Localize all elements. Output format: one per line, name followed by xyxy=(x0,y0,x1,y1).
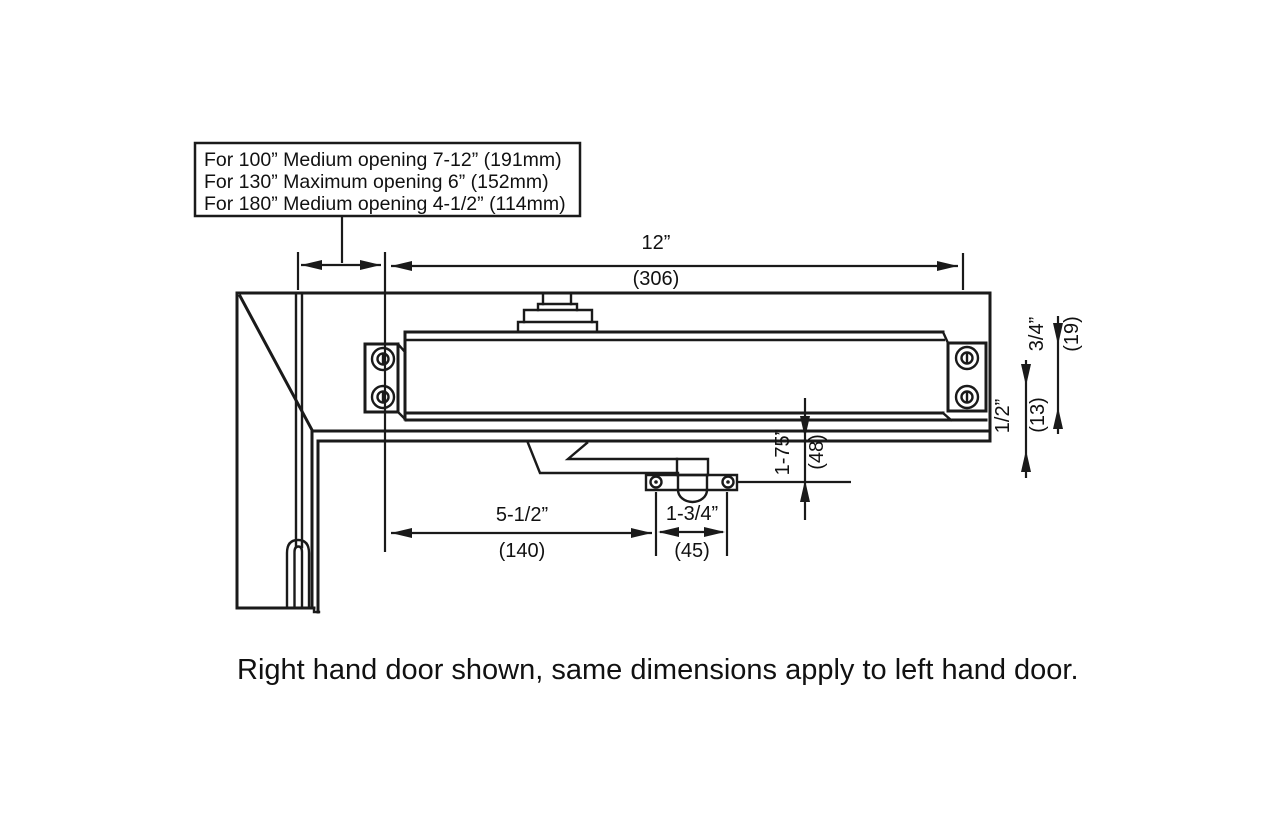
arm-boss-arc xyxy=(676,488,709,504)
left-mount-screw-bottom xyxy=(370,384,396,410)
closer-body xyxy=(363,291,988,422)
span-arrow-left xyxy=(391,528,412,538)
mound-base xyxy=(516,320,599,334)
right-upper-arrow-up xyxy=(1053,407,1063,429)
dimension-right-1-2in: 1/2” (13) xyxy=(992,360,1049,478)
drop-dim-inches: 1-75” xyxy=(772,429,794,476)
right-upper-inches: 3/4” xyxy=(1026,317,1048,351)
mound-top-block xyxy=(541,291,573,306)
note-line-2: For 130” Maximum opening 6” (152mm) xyxy=(204,171,549,193)
left-plate-bottom-chamfer xyxy=(396,410,408,422)
dimension-foot-1-3-4in: 1-3/4” (45) xyxy=(654,492,729,562)
note-line-3: For 180” Medium opening 4-1/2” (114mm) xyxy=(204,193,566,215)
foot-screw-left xyxy=(649,475,663,489)
dimension-span-5-1-2in: 5-1/2” (140) xyxy=(391,504,652,562)
closer-arm xyxy=(526,441,851,504)
foot-dim-mm: (45) xyxy=(674,540,710,562)
span-dim-inches: 5-1/2” xyxy=(496,504,548,526)
right-lower-arrow-down xyxy=(1021,364,1031,386)
spindle-mound xyxy=(516,291,599,334)
top-arrow-left xyxy=(391,261,412,271)
mound-tier-2 xyxy=(522,308,594,324)
body-right-top-step xyxy=(941,330,950,345)
right-lower-inches: 1/2” xyxy=(992,399,1014,433)
jamb-break-arch-inner xyxy=(293,545,304,610)
dimension-right-3-4in: 3/4” (19) xyxy=(1026,316,1083,434)
body-right-bottom-step xyxy=(941,411,953,422)
top-arrow-right xyxy=(937,261,958,271)
right-mount-screw-bottom xyxy=(954,384,980,410)
dimension-drop-48mm: 1-75” (48) xyxy=(772,398,828,520)
foot-arrow-right xyxy=(704,527,725,537)
arm-upper-edge xyxy=(564,441,679,461)
arm-lower-edge xyxy=(526,441,680,475)
right-lower-arrow-up xyxy=(1021,450,1031,472)
drop-arrow-down xyxy=(800,416,810,438)
left-mount-plate xyxy=(363,342,400,414)
top-dim-inches: 12” xyxy=(642,232,671,254)
span-dim-mm: (140) xyxy=(499,540,546,562)
drop-dim-mm: (48) xyxy=(806,434,828,470)
dimension-opening-gap xyxy=(296,252,387,552)
door-frame-outline xyxy=(235,291,992,614)
foot-arrow-left xyxy=(658,527,679,537)
jamb-bottom-step xyxy=(312,606,321,614)
left-plate-top-chamfer xyxy=(396,342,407,354)
gap-arrow-right xyxy=(360,260,381,270)
right-upper-mm: (19) xyxy=(1061,316,1083,352)
left-mount-screw-top xyxy=(370,346,396,372)
frame-corner-miter xyxy=(237,293,315,433)
opening-note-box: For 100” Medium opening 7-12” (191mm) Fo… xyxy=(193,141,582,263)
jamb-break-arch-outer xyxy=(285,538,311,610)
right-lower-mm: (13) xyxy=(1027,397,1049,433)
arm-elbow-block xyxy=(675,457,710,477)
foot-screw-right xyxy=(721,475,735,489)
note-box-border xyxy=(193,141,582,218)
mound-tier-3 xyxy=(536,302,579,312)
right-mount-screw-top xyxy=(954,345,980,371)
right-mount-plate xyxy=(946,341,988,413)
arm-boss-sides xyxy=(676,473,709,492)
span-arrow-right xyxy=(631,528,652,538)
right-upper-arrow-down xyxy=(1053,323,1063,345)
caption-text: Right hand door shown, same dimensions a… xyxy=(237,654,1079,686)
dimension-top-12in: 12” (306) xyxy=(391,232,965,290)
top-dim-mm: (306) xyxy=(633,268,680,290)
drop-arrow-up xyxy=(800,480,810,502)
foot-dim-inches: 1-3/4” xyxy=(666,503,718,525)
note-line-1: For 100” Medium opening 7-12” (191mm) xyxy=(204,149,562,171)
gap-arrow-left xyxy=(301,260,322,270)
